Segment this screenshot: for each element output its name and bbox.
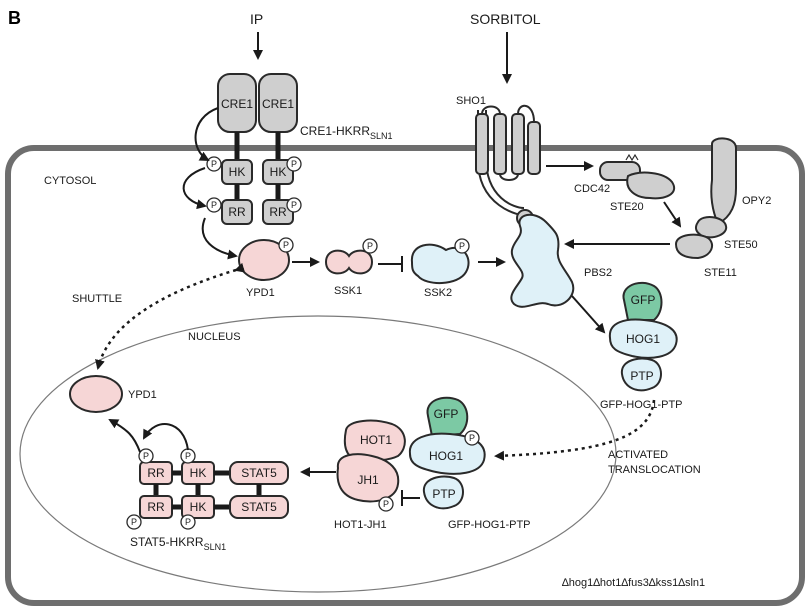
gfp-cyto-text: GFP: [631, 293, 656, 307]
hot1-jh1-label: HOT1-JH1: [334, 519, 387, 531]
hog1-nuc: [408, 432, 486, 475]
activated-label-2: TRANSLOCATION: [608, 464, 701, 476]
cre1-hkrr-label: CRE1-HKRRSLN1: [300, 124, 393, 141]
ssk1-label: SSK1: [334, 285, 362, 297]
hot1-text: HOT1: [360, 433, 392, 447]
rr-right-text: RR: [269, 205, 287, 219]
cre1-right-text: CRE1: [262, 97, 294, 111]
phospho-ypd1-cyto: P: [283, 240, 289, 250]
hk-left-text: HK: [229, 165, 246, 179]
rr-left-text: RR: [228, 205, 246, 219]
gfp-cyto: [622, 281, 663, 321]
gfp-nuc-text: GFP: [434, 407, 459, 421]
ptp-nuc: [422, 475, 464, 510]
phospho-hk-left: P: [211, 159, 217, 169]
hk-nuc-top-text: HK: [190, 466, 207, 480]
hot1-jh1-complex: HOT1 JH1: [336, 419, 406, 503]
gfp-hog1-ptp-cyto-label: GFP-HOG1-PTP: [600, 399, 683, 411]
cdc42-ste20: [599, 153, 675, 200]
sorbitol-stimulus-label: SORBITOL: [470, 11, 541, 27]
hog1-nuc-text: HOG1: [429, 449, 463, 463]
stat5-hkrr-dimer: RR HK STAT5 RR HK STAT5 P P P P: [126, 448, 289, 530]
hog1-cyto: [608, 318, 678, 359]
jh1-text: JH1: [357, 473, 379, 487]
genotype-label: ∆hog1∆hot1∆fus3∆kss1∆sln1: [562, 577, 705, 589]
rr-left: [221, 199, 253, 225]
phospho-rr-nuc-top: P: [143, 451, 149, 461]
panel-label: B: [8, 8, 21, 28]
pbs2-label: PBS2: [584, 267, 612, 279]
opy2-label: OPY2: [742, 195, 771, 207]
phospho-rr-right: P: [291, 200, 297, 210]
phospho-rr-nuc-bot: P: [131, 517, 137, 527]
cytosol-label: CYTOSOL: [44, 175, 96, 187]
shuttle-arrow: [95, 262, 246, 370]
phospho-ssk2: P: [459, 241, 465, 251]
ste50-label: STE50: [724, 239, 758, 251]
phospho-hk-nuc-bot: P: [185, 517, 191, 527]
gfp-hog1-ptp-cytosol: GFP HOG1 PTP: [608, 281, 678, 392]
stat5-bot-text: STAT5: [241, 500, 277, 514]
ptp-nuc-text: PTP: [432, 487, 455, 501]
nucleus-label: NUCLEUS: [188, 331, 241, 343]
gfp-hog1-ptp-nucleus: GFP HOG1 PTP P: [408, 396, 486, 510]
ptp-cyto: [620, 357, 662, 392]
hk-nuc-bot-text: HK: [190, 500, 207, 514]
cell-membrane: [5, 145, 805, 606]
stat5-hkrr-label: STAT5-HKRRSLN1: [130, 535, 226, 552]
ypd1-cytosol-label: YPD1: [246, 287, 275, 299]
phospho-jh1: P: [383, 499, 389, 509]
pbs2-to-hog1-arrow: [571, 295, 606, 334]
ste50-protein: [694, 216, 728, 239]
ste11-protein: [674, 233, 714, 260]
sho1-transmembrane: [475, 104, 541, 227]
ip-stimulus-label: IP: [250, 11, 263, 27]
rr-nuc-bot-text: RR: [147, 500, 165, 514]
cre1-to-hk-arrow: [194, 107, 219, 161]
activated-label-1: ACTIVATED: [608, 449, 668, 461]
ste20-label: STE20: [610, 201, 644, 213]
ptp-cyto-text: PTP: [630, 369, 653, 383]
ste20-to-ste11-arrow: [663, 201, 682, 228]
nucleus-envelope: [19, 315, 617, 593]
ste20-protein: [626, 171, 675, 200]
shuttle-label: SHUTTLE: [72, 293, 122, 305]
ssk1-protein: P: [324, 238, 378, 275]
gfp-hog1-ptp-nuc-label: GFP-HOG1-PTP: [448, 519, 531, 531]
hk-to-rr-arrow: [182, 167, 207, 210]
rr-nuc-top-text: RR: [147, 466, 165, 480]
rr-to-ypd1-nuc-arrow: [108, 419, 141, 453]
ypd1-nucleus: [69, 375, 123, 413]
opy2-protein: [710, 137, 737, 226]
ssk2-label: SSK2: [424, 287, 452, 299]
phospho-rr-left: P: [211, 200, 217, 210]
hog1-cyto-text: HOG1: [626, 332, 660, 346]
gfp-nuc: [426, 396, 469, 438]
stat5-top-text: STAT5: [241, 466, 277, 480]
jh1-protein: [336, 453, 400, 503]
cdc42-label: CDC42: [574, 183, 610, 195]
phospho-hk-nuc-top: P: [185, 451, 191, 461]
phospho-hk-right: P: [291, 159, 297, 169]
sho1-label: SHO1: [456, 95, 486, 107]
stat5-bot: [229, 495, 289, 519]
pbs2-protein: [510, 213, 575, 308]
phospho-ssk1: P: [367, 241, 373, 251]
hot1-protein: [343, 419, 406, 462]
rr-to-ypd1-arrow: [201, 217, 238, 260]
phospho-hog1-nuc: P: [469, 433, 475, 443]
opy2-ste50-ste11: [674, 137, 737, 260]
ste11-label: STE11: [704, 267, 737, 279]
ssk2-protein: P: [410, 238, 470, 284]
ypd1-cytosol: P: [238, 237, 294, 281]
hk-right-text: HK: [270, 165, 287, 179]
translocation-arrow: [494, 399, 656, 461]
cre1-hkrr-receptor: CRE1 CRE1 HK HK RR RR P P P P: [206, 73, 302, 225]
cre1-left-text: CRE1: [221, 97, 253, 111]
ypd1-nucleus-label: YPD1: [128, 389, 157, 401]
hk-to-rr-nuc-arrow: [143, 423, 189, 451]
